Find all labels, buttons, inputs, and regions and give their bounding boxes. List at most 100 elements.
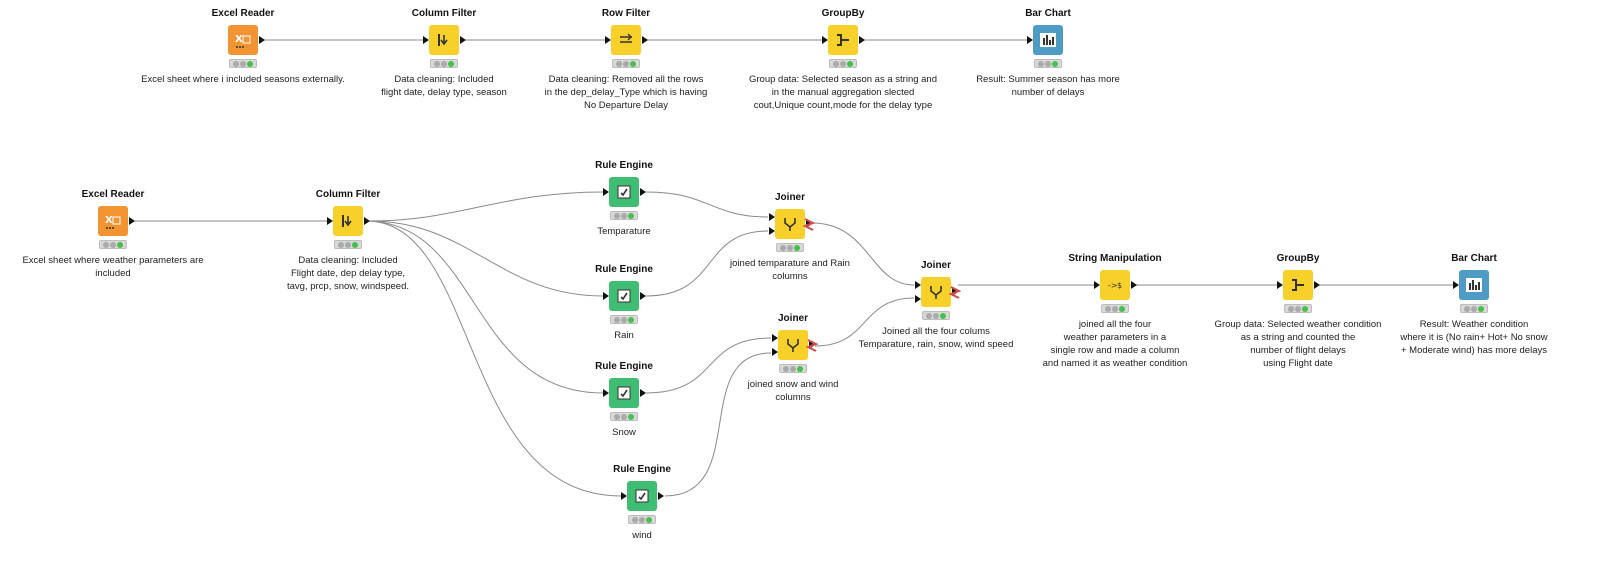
column-filter-icon[interactable]: [333, 206, 363, 236]
annotation-line: columns: [772, 271, 808, 282]
input-port-right[interactable]: [915, 295, 921, 303]
input-port[interactable]: [423, 36, 429, 44]
rule-engine-icon[interactable]: [609, 177, 639, 207]
output-port[interactable]: [460, 36, 466, 44]
svg-text:X: X: [105, 215, 113, 226]
node-status-indicator: [829, 59, 857, 68]
input-port[interactable]: [621, 492, 627, 500]
column-filter-icon[interactable]: [429, 25, 459, 55]
annotation-line: number of delays: [1011, 87, 1085, 98]
node-annotation: Group data: Selected season as a string …: [749, 73, 937, 112]
input-port-left[interactable]: [769, 213, 775, 221]
connection-n7-n10: [368, 220, 604, 394]
annotation-line: Result: Weather condition: [1419, 319, 1529, 330]
output-port[interactable]: [640, 188, 646, 196]
connection-n10-n13: [645, 337, 772, 394]
node-status-indicator: [99, 240, 127, 249]
node-annotation: joined snow and wind columns: [748, 378, 839, 404]
output-port[interactable]: [129, 217, 135, 225]
output-port[interactable]: [640, 389, 646, 397]
annotation-line: Snow: [612, 427, 636, 438]
input-port[interactable]: [1094, 281, 1100, 289]
node-excel-reader-2[interactable]: Excel Reader X Excel sheet where weather…: [22, 189, 203, 279]
groupby-icon[interactable]: [1283, 270, 1313, 300]
excel-reader-icon[interactable]: X: [98, 206, 128, 236]
output-port[interactable]: [364, 217, 370, 225]
node-status-indicator: [610, 412, 638, 421]
output-port[interactable]: [259, 36, 265, 44]
node-joiner-temp-rain[interactable]: Joiner joined temparature and Rain colum…: [730, 192, 850, 282]
joiner-icon[interactable]: [778, 330, 808, 360]
annotation-line: Temparature: [597, 226, 651, 237]
input-port[interactable]: [822, 36, 828, 44]
node-title: GroupBy: [1276, 253, 1320, 264]
input-port[interactable]: [1027, 36, 1033, 44]
node-bar-chart-1[interactable]: Bar Chart Result: Summer season has more…: [976, 8, 1120, 98]
bar-chart-icon[interactable]: [1459, 270, 1489, 300]
node-status-indicator: [1460, 304, 1488, 313]
node-joiner-snow-wind[interactable]: Joiner joined snow and wind columns: [748, 313, 839, 403]
node-rule-engine-wind[interactable]: Rule Engine wind: [613, 464, 671, 541]
input-port[interactable]: [1453, 281, 1459, 289]
warning-icon: [803, 218, 815, 231]
node-annotation: Snow: [612, 426, 636, 439]
node-rule-engine-rain[interactable]: Rule Engine Rain: [595, 264, 653, 341]
node-annotation: wind: [632, 529, 652, 542]
node-annotation: Joined all the four colums Temparature, …: [859, 325, 1014, 351]
connection-n13-n14: [814, 297, 915, 347]
node-bar-chart-2[interactable]: Bar Chart Result: Weather condition wher…: [1400, 253, 1547, 356]
input-port-left[interactable]: [772, 334, 778, 342]
input-port[interactable]: [605, 36, 611, 44]
groupby-icon[interactable]: [828, 25, 858, 55]
rule-engine-icon[interactable]: [627, 481, 657, 511]
annotation-line: number of flight delays: [1250, 345, 1346, 356]
joiner-icon[interactable]: [921, 277, 951, 307]
output-port[interactable]: [1131, 281, 1137, 289]
node-string-manipulation[interactable]: String Manipulation ->$ joined all the f…: [1043, 253, 1188, 369]
input-port[interactable]: [603, 389, 609, 397]
input-port[interactable]: [327, 217, 333, 225]
node-status-indicator: [430, 59, 458, 68]
connection-n11-n13: [664, 352, 772, 497]
annotation-line: Temparature, rain, snow, wind speed: [858, 339, 1014, 350]
node-rule-engine-temparature[interactable]: Rule Engine Temparature: [595, 160, 653, 237]
output-port[interactable]: [859, 36, 865, 44]
annotation-line: Flight date, dep delay type,: [290, 268, 406, 279]
node-annotation: Data cleaning: Included flight date, del…: [381, 73, 507, 99]
excel-reader-icon[interactable]: X: [228, 25, 258, 55]
output-port[interactable]: [642, 36, 648, 44]
annotation-line: using Flight date: [1263, 358, 1333, 369]
input-port[interactable]: [1277, 281, 1283, 289]
input-port[interactable]: [603, 188, 609, 196]
node-excel-reader-1[interactable]: Excel Reader X Excel sheet where i inclu…: [141, 8, 345, 85]
node-row-filter[interactable]: Row Filter Data cleaning: Removed all th…: [545, 8, 708, 111]
input-port-right[interactable]: [769, 227, 775, 235]
annotation-line: joined snow and wind: [747, 379, 839, 390]
output-port[interactable]: [658, 492, 664, 500]
input-port-right[interactable]: [772, 348, 778, 356]
rule-engine-icon[interactable]: [609, 378, 639, 408]
row-filter-icon[interactable]: [611, 25, 641, 55]
annotation-line: cout,Unique count,mode for the delay typ…: [753, 100, 933, 111]
node-title: Rule Engine: [595, 160, 653, 171]
string-manipulation-icon[interactable]: ->$: [1100, 270, 1130, 300]
node-column-filter-1[interactable]: Column Filter Data cleaning: Included fl…: [381, 8, 507, 98]
input-port[interactable]: [603, 292, 609, 300]
annotation-line: No Departure Delay: [584, 100, 668, 111]
annotation-line: Group data: Selected season as a string …: [748, 74, 938, 85]
node-groupby-1[interactable]: GroupBy Group data: Selected season as a…: [749, 8, 937, 111]
annotation-line: Data cleaning: Included: [394, 74, 494, 85]
node-annotation: Group data: Selected weather condition a…: [1215, 318, 1382, 370]
joiner-icon[interactable]: [775, 209, 805, 239]
rule-engine-icon[interactable]: [609, 281, 639, 311]
node-column-filter-2[interactable]: Column Filter Data cleaning: Included Fl…: [287, 189, 409, 292]
annotation-line: joined all the four: [1078, 319, 1152, 330]
output-port[interactable]: [640, 292, 646, 300]
node-rule-engine-snow[interactable]: Rule Engine Snow: [595, 361, 653, 438]
output-port[interactable]: [1314, 281, 1320, 289]
node-joiner-all[interactable]: Joiner Joined all the four colums Tempar…: [859, 260, 1014, 350]
input-port-left[interactable]: [915, 281, 921, 289]
bar-chart-icon[interactable]: [1033, 25, 1063, 55]
node-groupby-2[interactable]: GroupBy Group data: Selected weather con…: [1215, 253, 1382, 369]
